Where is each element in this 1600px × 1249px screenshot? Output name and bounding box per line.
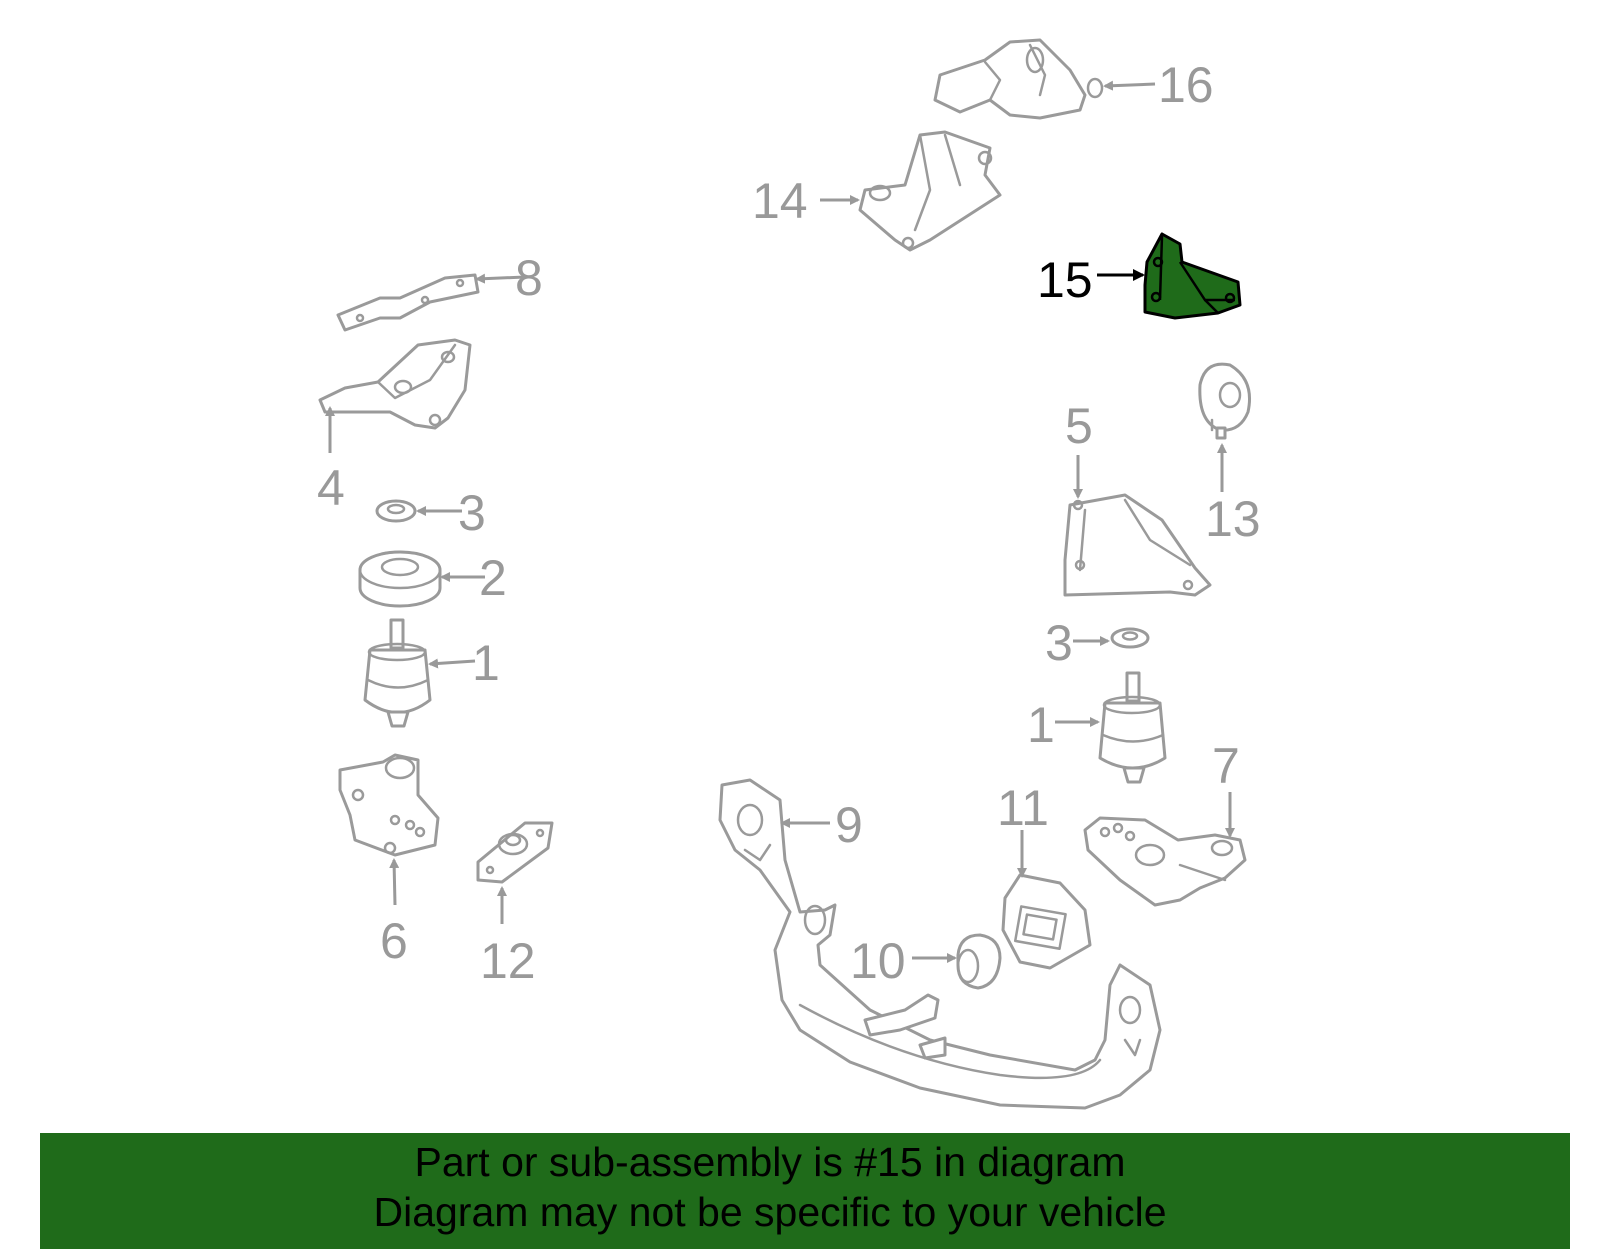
part-6-bracket[interactable] [338, 753, 440, 857]
callout-5: 5 [1065, 398, 1093, 454]
part-4-bracket[interactable] [318, 338, 472, 430]
callout-4: 4 [317, 460, 345, 516]
part-11-insulator[interactable] [1001, 873, 1092, 970]
callout-1-right: 1 [1027, 697, 1055, 753]
part-1-mount-left[interactable] [363, 618, 432, 728]
part-5-bracket[interactable] [1063, 493, 1212, 597]
callout-9: 9 [835, 797, 863, 853]
callout-3-left: 3 [458, 485, 486, 541]
callout-7: 7 [1212, 738, 1240, 794]
info-banner: Part or sub-assembly is #15 in diagram D… [40, 1133, 1570, 1249]
callout-11: 11 [997, 780, 1049, 836]
callout-12: 12 [480, 933, 536, 989]
banner-line-1: Part or sub-assembly is #15 in diagram [414, 1139, 1126, 1185]
callout-14: 14 [752, 173, 808, 229]
part-15-bracket[interactable] [1143, 232, 1242, 320]
part-1-mount-right[interactable] [1098, 671, 1167, 784]
callout-8: 8 [515, 250, 543, 306]
callout-3-right: 3 [1045, 615, 1073, 671]
part-13-mount[interactable] [1198, 362, 1251, 440]
callout-15: 15 [1037, 252, 1093, 308]
part-14-bracket[interactable] [858, 130, 1002, 252]
leader-6 [389, 858, 400, 906]
part-7-bracket[interactable] [1083, 816, 1247, 907]
part-3-washer-right[interactable] [1110, 627, 1150, 649]
banner-line-2: Diagram may not be specific to your vehi… [373, 1189, 1167, 1235]
leader-16 [1103, 80, 1156, 91]
leader-1-left [428, 658, 476, 669]
part-2-insulator[interactable] [358, 550, 442, 608]
part-8-plate[interactable] [336, 273, 480, 332]
callout-1-left: 1 [472, 635, 500, 691]
part-3-washer-left[interactable] [375, 499, 417, 523]
part-12-mount[interactable] [476, 821, 554, 884]
leader-8 [475, 273, 526, 284]
callout-16: 16 [1158, 57, 1214, 113]
part-9-crossmember[interactable] [718, 778, 1162, 1110]
callout-2: 2 [479, 550, 507, 606]
part-10-bushing[interactable] [956, 933, 1002, 990]
part-16-bracket[interactable] [933, 38, 1104, 120]
callout-10: 10 [850, 933, 906, 989]
callout-6: 6 [380, 913, 408, 969]
callout-13: 13 [1205, 491, 1261, 547]
